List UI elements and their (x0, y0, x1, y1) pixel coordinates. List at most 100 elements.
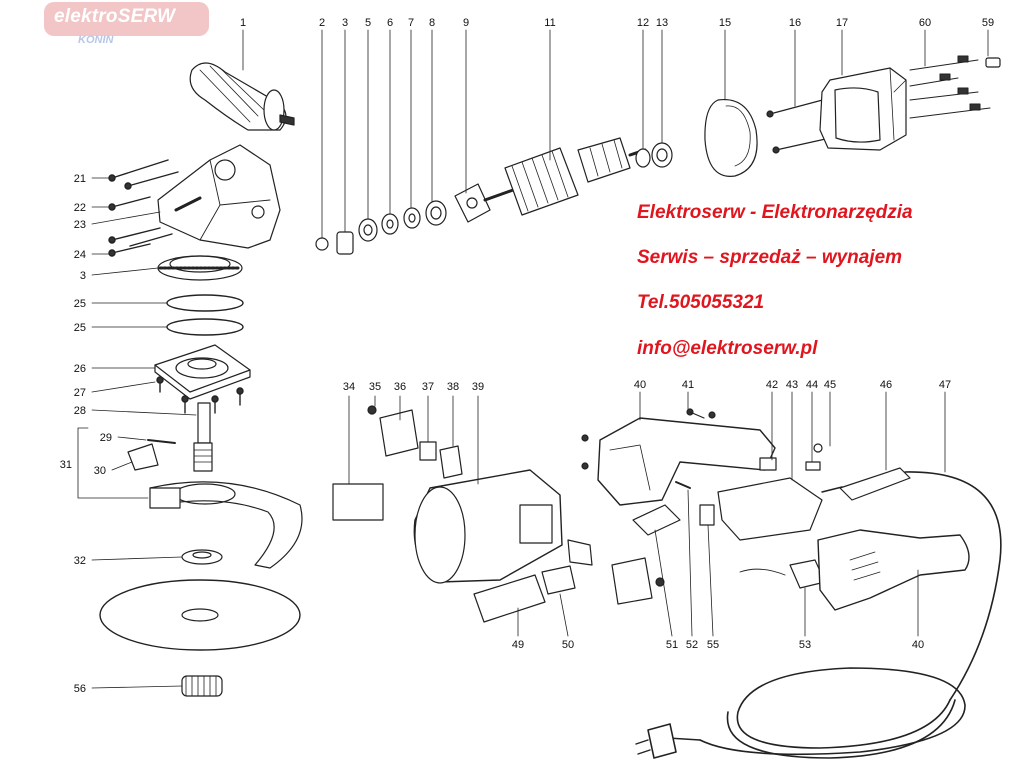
part-clamp (127, 443, 159, 471)
callout-7: 7 (408, 17, 414, 29)
part-o-ring-lower (166, 318, 244, 336)
part-gear-housing (157, 144, 281, 249)
callout-49: 49 (512, 639, 524, 651)
callout-59: 59 (982, 17, 994, 29)
part-armature (483, 137, 647, 216)
promo-phone: Tel.505055321 (637, 292, 765, 313)
callout-60: 60 (919, 17, 931, 29)
part-screw-cover (655, 577, 665, 587)
callout-13: 13 (656, 17, 668, 29)
part-grinding-disc (99, 579, 301, 651)
callout-25b: 25 (74, 322, 86, 334)
callout-50: 50 (562, 639, 574, 651)
callout-22: 22 (74, 202, 86, 214)
screws-flange (156, 376, 244, 414)
screws-stator (766, 97, 831, 154)
callout-39: 39 (472, 381, 484, 393)
callout-1: 1 (240, 17, 246, 29)
part-handle-housing (597, 417, 776, 506)
part-cover-plate (611, 557, 653, 605)
callout-24: 24 (74, 249, 86, 261)
part-59 (985, 57, 1001, 68)
part-flange-32 (181, 549, 223, 565)
brand-logo: elektroSERW (44, 2, 209, 36)
part-bearing-flange (154, 344, 251, 400)
part-bevel-gear (157, 255, 243, 281)
callout-31: 31 (60, 459, 72, 471)
parts-spindle-small (315, 183, 491, 255)
promo-services: Serwis – sprzedaż – wynajem (637, 247, 903, 268)
callout-3b: 3 (80, 270, 86, 282)
part-55 (699, 504, 715, 526)
part-plate-50 (541, 565, 576, 595)
screws-handle (581, 408, 716, 470)
callout-6: 6 (387, 17, 393, 29)
callout-16: 16 (789, 17, 801, 29)
promo-tagline: Elektroserw - Elektronarzędzia (637, 202, 913, 223)
part-brushes (909, 55, 991, 119)
callout-44: 44 (806, 379, 818, 391)
callout-3: 3 (342, 17, 348, 29)
part-side-handle (189, 62, 295, 131)
leader-lines (77, 29, 989, 689)
callout-30: 30 (94, 465, 106, 477)
part-motor-housing (413, 469, 563, 584)
part-power-cable (635, 471, 1002, 759)
promo-email: info@elektroserw.pl (637, 338, 818, 359)
part-bearing-12 (635, 148, 651, 168)
callout-12: 12 (637, 17, 649, 29)
callout-2: 2 (319, 17, 325, 29)
part-fan-cover (704, 98, 758, 177)
part-clamping-nut (181, 675, 223, 697)
parts-switch (367, 405, 463, 479)
callout-43: 43 (786, 379, 798, 391)
part-spindle (193, 402, 213, 472)
callout-11: 11 (544, 17, 555, 29)
part-rear-handle (817, 529, 970, 611)
part-suppressor (739, 559, 826, 589)
callout-51: 51 (666, 639, 678, 651)
callout-52: 52 (686, 639, 698, 651)
brand-city: KONIN (78, 34, 114, 46)
callout-25a: 25 (74, 298, 86, 310)
callout-45: 45 (824, 379, 836, 391)
callout-42: 42 (766, 379, 778, 391)
callout-9: 9 (463, 17, 469, 29)
callout-38: 38 (447, 381, 459, 393)
part-51 (632, 504, 681, 536)
callout-55: 55 (707, 639, 719, 651)
part-wheel-guard (149, 481, 303, 569)
part-cable-sleeve (821, 467, 911, 501)
callout-34: 34 (343, 381, 355, 393)
callout-53: 53 (799, 639, 811, 651)
part-o-ring-upper (166, 294, 244, 312)
part-stator (819, 67, 907, 151)
part-screw-29 (147, 439, 176, 444)
callout-28: 28 (74, 405, 86, 417)
callout-21: 21 (74, 173, 86, 185)
callout-27: 27 (74, 387, 86, 399)
callout-47: 47 (939, 379, 951, 391)
part-electronics (717, 443, 823, 541)
callout-35: 35 (369, 381, 381, 393)
brand-name: elektroSERW (54, 6, 176, 27)
callout-29: 29 (100, 432, 112, 444)
screws-left-upper (108, 159, 179, 257)
callout-56: 56 (74, 683, 86, 695)
part-label-34 (332, 483, 384, 521)
part-52 (675, 481, 691, 489)
part-small-switch (567, 539, 593, 566)
callout-5: 5 (365, 17, 371, 29)
callout-26: 26 (74, 363, 86, 375)
part-plate-49 (473, 574, 546, 623)
callout-32: 32 (74, 555, 86, 567)
callout-40a: 40 (634, 379, 646, 391)
part-bearing-13 (651, 142, 673, 168)
callout-41: 41 (682, 379, 694, 391)
callout-8: 8 (429, 17, 435, 29)
callout-36: 36 (394, 381, 406, 393)
callout-15: 15 (719, 17, 731, 29)
callout-23: 23 (74, 219, 86, 231)
